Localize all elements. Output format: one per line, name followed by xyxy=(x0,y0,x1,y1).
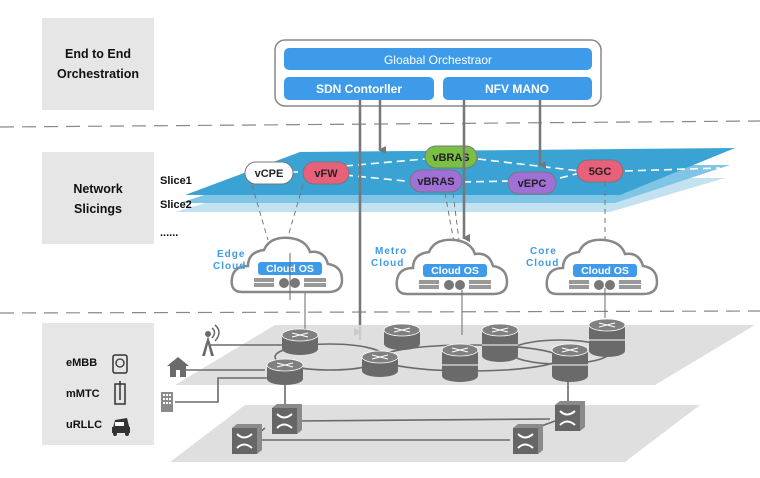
service-embb-label: eMBB xyxy=(66,357,97,369)
vnf-vfw-label: vFW xyxy=(314,168,338,180)
slice-more-label: ...... xyxy=(160,227,178,239)
vnf-vbras-purple-label: vBRAS xyxy=(417,176,454,188)
cell-tower-icon xyxy=(202,324,220,356)
slicing-label-line2: Slicings xyxy=(74,202,122,216)
service-urllc-label: uRLLC xyxy=(66,419,102,431)
storage-icon xyxy=(290,278,300,288)
server-rack-icon xyxy=(419,280,491,290)
vnf-cloud-links xyxy=(251,182,606,249)
router-icon[interactable] xyxy=(361,350,399,377)
global-orchestrator-label: Gloabal Orchestraor xyxy=(384,53,492,67)
vnf-vcpe[interactable] xyxy=(244,161,294,185)
building-icon xyxy=(161,392,173,412)
cloud-name-line1: Core xyxy=(530,246,557,257)
storage-icon xyxy=(455,280,465,290)
router-icon[interactable] xyxy=(383,323,421,350)
cloud-os-bar xyxy=(423,264,487,277)
orchestration-label-line1: End to End xyxy=(65,47,131,61)
separator-bottom xyxy=(0,310,760,314)
router-icon[interactable] xyxy=(551,343,589,382)
router-icon[interactable] xyxy=(266,358,304,385)
vnf-vepc[interactable] xyxy=(507,171,557,195)
cloud-os-label: Cloud OS xyxy=(581,265,629,277)
vnf-5gc-label: 5GC xyxy=(589,166,612,178)
tablet-icon xyxy=(112,354,128,374)
service-mmtc-label: mMTC xyxy=(66,388,100,400)
optical-switch-icon[interactable] xyxy=(555,401,585,431)
nfv-mano-label: NFV MANO xyxy=(485,82,549,96)
cloud-name-line2: Cloud xyxy=(213,261,246,272)
storage-icon xyxy=(279,278,289,288)
router-icon[interactable] xyxy=(481,323,519,362)
car-icon xyxy=(112,418,130,436)
cloud-name-line2: Cloud xyxy=(526,258,559,269)
vnf-5gc[interactable] xyxy=(576,159,624,183)
thermometer-icon xyxy=(114,381,126,405)
slicing-label-line1: Network xyxy=(73,182,122,196)
slice1-label: Slice1 xyxy=(160,175,192,187)
slice-chain-lines xyxy=(215,158,721,183)
server-rack-icon xyxy=(254,278,326,288)
sdn-controller-label: SDN Contorller xyxy=(316,82,402,96)
optical-switch-icon[interactable] xyxy=(232,424,262,454)
cloud-name-line1: Metro xyxy=(375,246,407,257)
router-icon[interactable] xyxy=(441,343,479,382)
vnf-vbras-green-label: vBRAS xyxy=(432,152,469,164)
slicing-panel xyxy=(42,152,154,244)
home-icon xyxy=(167,357,189,377)
optical-switch-icon[interactable] xyxy=(513,424,543,454)
router-icon[interactable] xyxy=(588,318,626,357)
sdn-controller-box[interactable] xyxy=(284,77,434,100)
vnf-vbras-purple[interactable] xyxy=(409,169,463,193)
cloud-os-bar xyxy=(573,264,637,277)
orchestration-label-line2: Orchestration xyxy=(57,67,139,81)
storage-icon xyxy=(594,280,604,290)
storage-icon xyxy=(444,280,454,290)
server-rack-icon xyxy=(569,280,641,290)
cloud-os-label: Cloud OS xyxy=(431,265,479,277)
router-icon[interactable] xyxy=(281,328,319,355)
nfv-mano-box[interactable] xyxy=(443,77,592,100)
vnf-vepc-label: vEPC xyxy=(518,178,547,190)
slice2-label: Slice2 xyxy=(160,199,192,211)
storage-icon xyxy=(605,280,615,290)
cloud-name-line2: Cloud xyxy=(371,258,404,269)
orchestration-panel xyxy=(42,18,154,110)
vnf-vcpe-label: vCPE xyxy=(255,168,284,180)
services-panel xyxy=(42,323,154,445)
cloud-name-line1: Edge xyxy=(217,249,245,260)
vnf-vfw[interactable] xyxy=(302,161,350,185)
global-orchestrator-box[interactable] xyxy=(284,48,592,70)
optical-switch-icon[interactable] xyxy=(272,404,302,434)
